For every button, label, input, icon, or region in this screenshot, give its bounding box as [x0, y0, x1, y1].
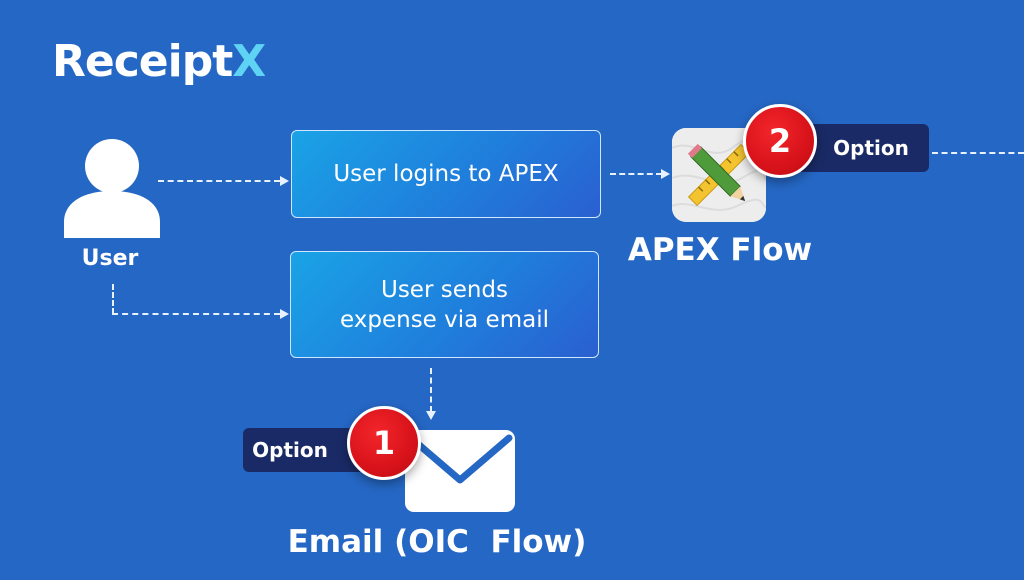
- option-tag-apex: Option: [795, 124, 929, 172]
- connector-user-email-horizontal: [112, 313, 280, 315]
- connector-login-apex: [610, 173, 662, 175]
- email-flow-label: Email (OIC Flow): [287, 524, 587, 560]
- arrow-login-apex: [661, 169, 670, 179]
- apex-flow-label: APEX Flow: [627, 232, 813, 268]
- envelope-icon: [405, 430, 515, 512]
- logo-text: Receipt: [52, 36, 233, 87]
- receiptx-logo: ReceiptX: [52, 36, 266, 87]
- connector-email-envelope: [430, 368, 432, 412]
- step-user-logins-to-apex: User logins to APEX: [291, 130, 601, 218]
- connector-user-login: [158, 180, 280, 182]
- step-email-text-line1: User sends: [380, 276, 509, 303]
- step-user-sends-expense: User sends expense via email: [290, 251, 599, 358]
- user-label: User: [81, 246, 139, 271]
- logo-accent: X: [232, 36, 266, 87]
- user-silhouette-icon: [64, 139, 160, 238]
- step-badge-1: 1: [347, 406, 421, 480]
- connector-option2-right: [932, 152, 1024, 154]
- arrow-user-login: [280, 176, 289, 186]
- arrow-email-envelope: [426, 411, 436, 420]
- arrow-user-email: [280, 309, 289, 319]
- step-email-text-line2: expense via email: [340, 306, 549, 333]
- connector-user-email-vertical: [112, 284, 114, 314]
- step-badge-2: 2: [743, 104, 817, 178]
- step-login-text: User logins to APEX: [333, 161, 559, 187]
